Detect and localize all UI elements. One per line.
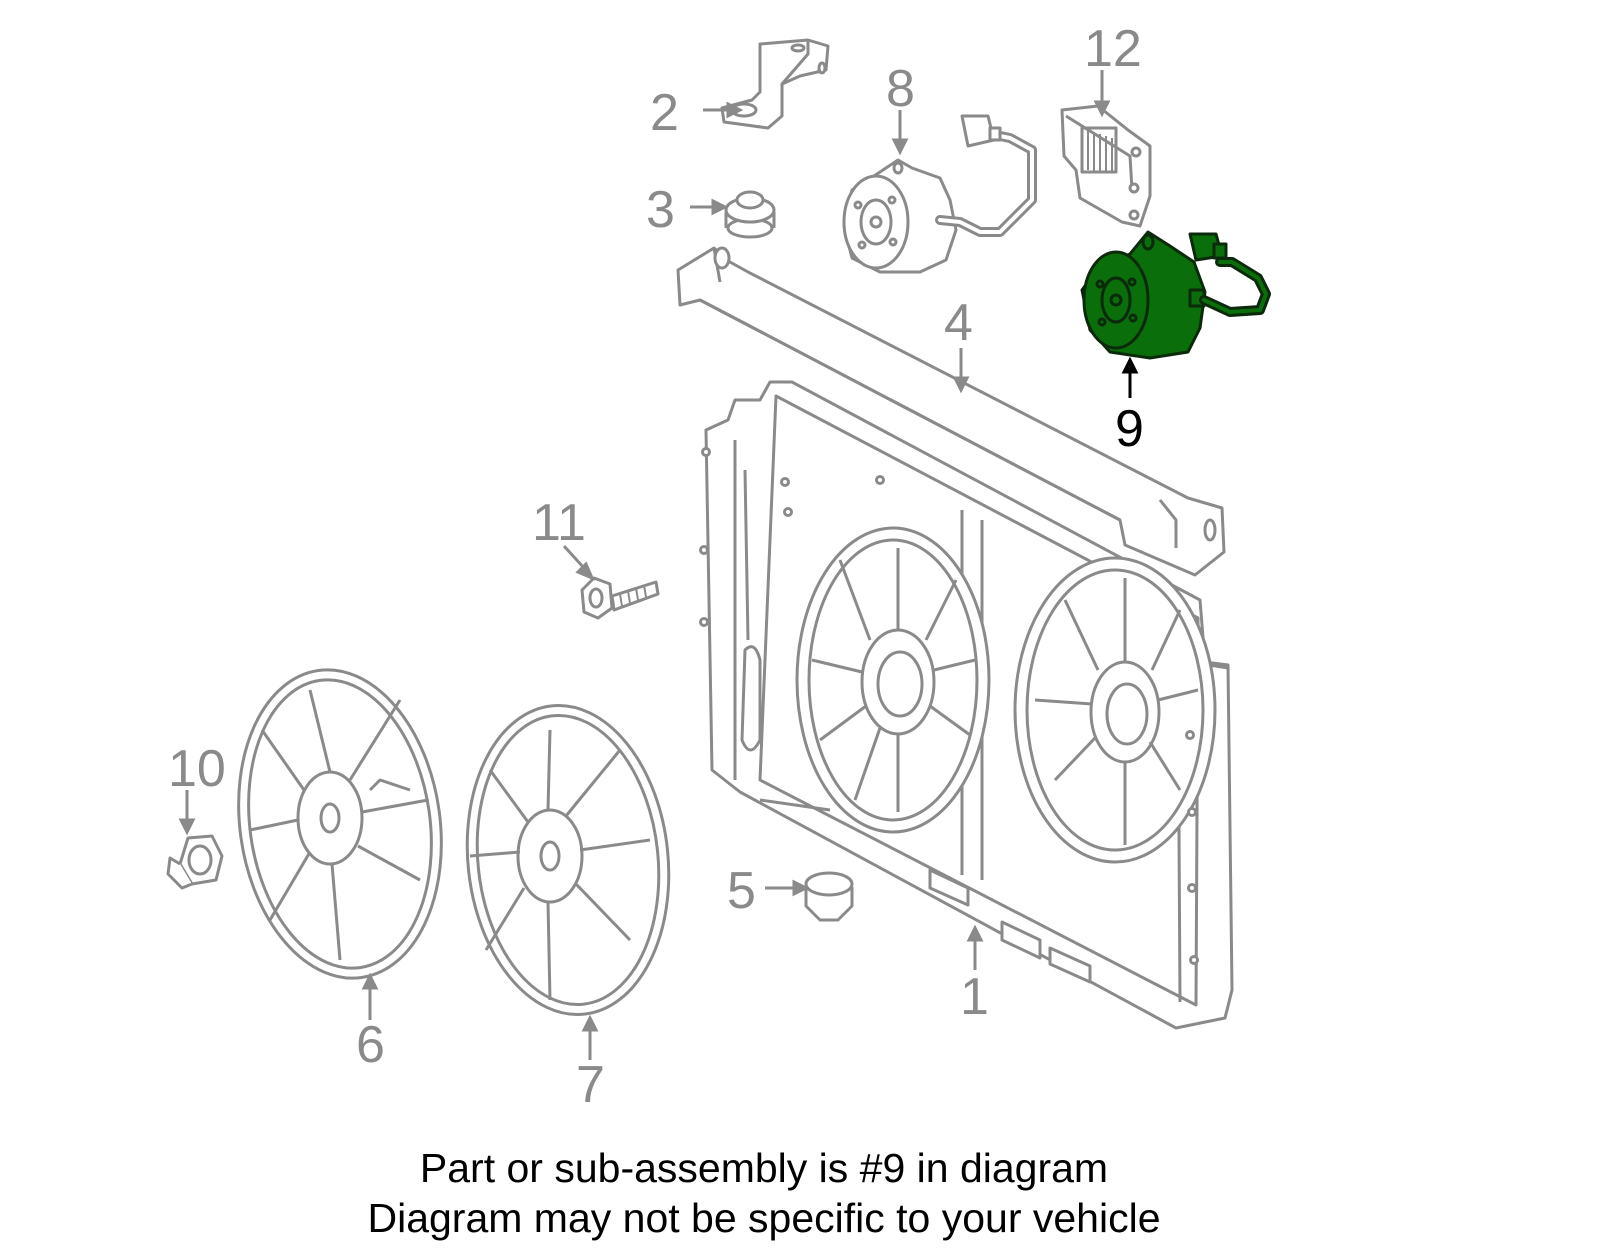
callout-7: 7 bbox=[576, 1056, 605, 1114]
control-module-icon bbox=[1060, 104, 1152, 228]
callout-10: 10 bbox=[168, 740, 226, 798]
grommet-icon bbox=[724, 190, 776, 239]
callout-6: 6 bbox=[356, 1016, 385, 1074]
support-bar-icon bbox=[676, 246, 1226, 577]
callout-9-highlighted: 9 bbox=[1115, 400, 1144, 458]
callout-2: 2 bbox=[650, 84, 679, 142]
fan-shroud-icon bbox=[699, 380, 1234, 1030]
info-banner: Part or sub-assembly is #9 in diagram Di… bbox=[40, 1133, 1568, 1249]
banner-line-1: Part or sub-assembly is #9 in diagram bbox=[419, 1145, 1109, 1191]
fan-blade-icon bbox=[237, 668, 443, 980]
callout-8: 8 bbox=[886, 60, 915, 118]
bracket-icon bbox=[720, 38, 830, 130]
fan-motor-icon bbox=[842, 114, 1037, 274]
callout-arrows bbox=[178, 70, 1111, 1060]
callout-5: 5 bbox=[727, 862, 756, 920]
banner-line-2: Diagram may not be specific to your vehi… bbox=[367, 1195, 1161, 1241]
callout-11: 11 bbox=[532, 494, 586, 552]
fan-blade-icon bbox=[465, 703, 671, 1017]
callout-arrow-highlighted bbox=[1121, 356, 1139, 398]
callout-1: 1 bbox=[960, 968, 989, 1026]
callout-3: 3 bbox=[646, 181, 675, 239]
fan-motor-highlighted-icon bbox=[1080, 230, 1271, 360]
nut-icon bbox=[166, 834, 224, 890]
callout-4: 4 bbox=[944, 294, 973, 352]
callout-12: 12 bbox=[1084, 20, 1142, 78]
cushion-icon bbox=[804, 871, 854, 922]
bolt-icon bbox=[580, 576, 660, 620]
